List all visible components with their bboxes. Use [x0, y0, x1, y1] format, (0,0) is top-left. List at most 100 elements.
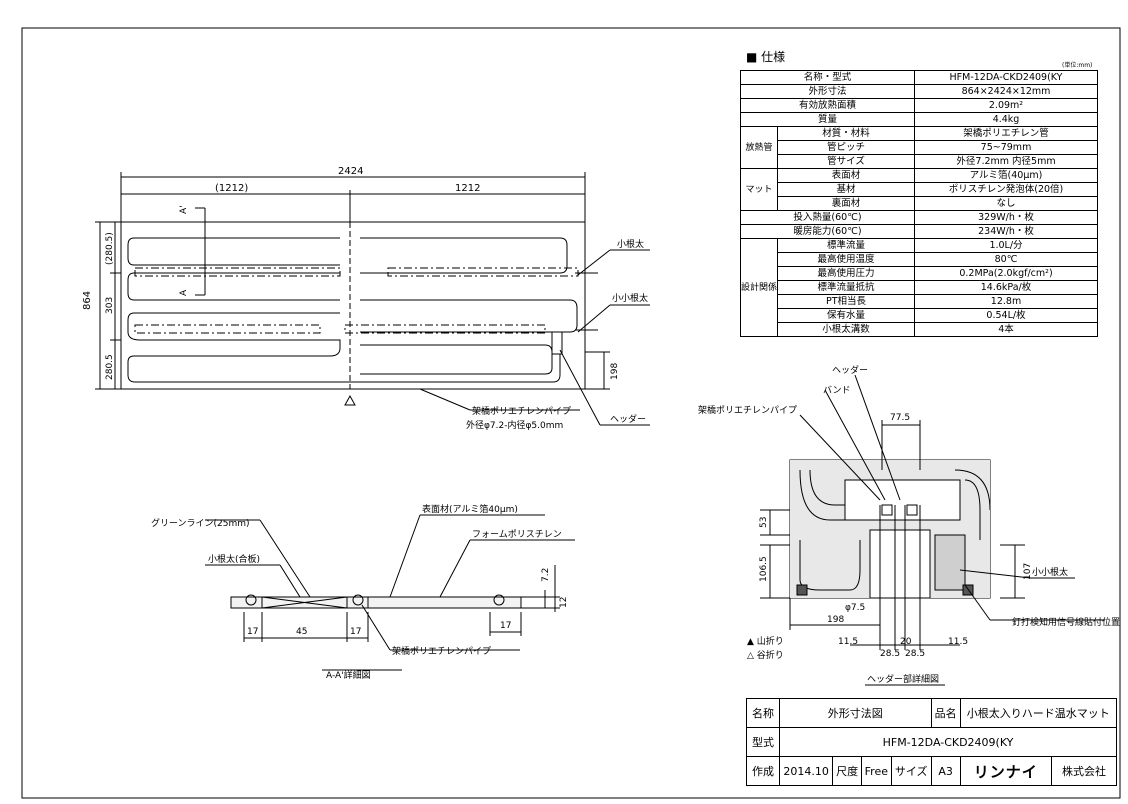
dim-45: 45 — [296, 627, 307, 637]
spec-row-value: 75~79mm — [914, 140, 1098, 155]
section-view — [205, 514, 575, 671]
dim-198: 198 — [827, 615, 844, 625]
dim-1065: 106.5 — [759, 556, 769, 582]
dim-height-total: 864 — [82, 291, 93, 310]
label-detail-kokonebuto: 小小根太 — [1032, 566, 1068, 578]
spec-row-label: 表面材 — [777, 168, 916, 183]
dim-775: 77.5 — [890, 413, 910, 423]
label-detail-pipe: 架橋ポリエチレンパイプ — [698, 404, 797, 416]
spec-row: 裏面材なし — [741, 196, 1098, 211]
spec-row-label: 暖房能力(60℃) — [739, 224, 916, 239]
spec-row-label: 基材 — [777, 182, 916, 197]
product-label: 品名 — [930, 698, 961, 728]
title-block: 名称 外形寸法図 品名 小根太入りハード温水マット 型式 HFM-12DA-CK… — [746, 698, 1118, 786]
dim-total-width: 2424 — [338, 166, 363, 177]
spec-row-label: 投入熱量(60℃) — [739, 210, 916, 225]
made-label: 作成 — [746, 756, 780, 786]
spec-row-value: 1.0L/分 — [914, 238, 1098, 253]
company-logo: リンナイ — [959, 756, 1053, 786]
spec-row: マット表面材アルミ箔(40μm) — [739, 168, 1098, 211]
dim-53: 53 — [759, 517, 769, 528]
spec-row-value: ポリスチレン発泡体(20倍) — [914, 182, 1098, 197]
model-value: HFM-12DA-CKD2409(KY — [779, 727, 1117, 757]
sheet-border — [21, 27, 1121, 799]
title-row-model: 型式 HFM-12DA-CKD2409(KY — [746, 727, 1117, 757]
spec-row-value: 2.09m² — [914, 98, 1098, 113]
spec-row-label: PT相当長 — [777, 294, 916, 309]
dim-pipe-diameter: 7.2 — [541, 568, 551, 582]
spec-row-value: 0.2MPa(2.0kgf/cm²) — [914, 266, 1098, 281]
spec-group-label: マット — [739, 168, 779, 211]
spec-row-label: 保有水量 — [777, 308, 916, 323]
label-foam: フォームポリスチレン — [472, 529, 562, 540]
spec-row-value: 864×2424×12mm — [914, 84, 1098, 99]
plan-view — [95, 172, 650, 426]
spec-row-value: なし — [914, 196, 1098, 211]
header-detail-labels: ヘッダー バンド 架橋ポリエチレンパイプ 77.5 53 106.5 107 小… — [698, 364, 1120, 685]
section-marker-a2: A' — [179, 205, 189, 214]
label-kokonebuto: 小小根太 — [612, 292, 648, 304]
spec-row-label: 最高使用温度 — [777, 252, 916, 267]
spec-row-value: 外径7.2mm 内径5mm — [914, 154, 1098, 169]
dim-17-middle: 17 — [350, 627, 361, 637]
spec-row-label: 標準流量抵抗 — [777, 280, 916, 295]
spec-row-value: 4.4kg — [914, 112, 1098, 127]
header-detail-caption: ヘッダー部詳細図 — [867, 673, 939, 685]
dim-left-half: (1212) — [215, 183, 248, 194]
name-value: 外形寸法図 — [779, 698, 932, 728]
spec-row: 基材ポリスチレン発泡体(20倍) — [741, 182, 1098, 197]
spec-row-value: アルミ箔(40μm) — [914, 168, 1098, 183]
spec-row-label: 質量 — [739, 112, 916, 127]
spec-row-label: 管ピッチ — [777, 140, 916, 155]
spec-group-label: 設計関係 — [739, 238, 779, 337]
dim-107: 107 — [1023, 563, 1033, 580]
spec-row-value: HFM-12DA-CKD2409(KY — [914, 70, 1098, 85]
spec-row-value: 234W/h・枚 — [914, 224, 1098, 239]
dim-285-right: 28.5 — [905, 649, 925, 659]
section-view-labels: グリーンライン(25mm) 表面材(アルミ箔40μm) フォームポリスチレン 小… — [151, 503, 569, 681]
model-label: 型式 — [746, 727, 780, 757]
dim-right-half: 1212 — [455, 183, 480, 194]
size-value: A3 — [930, 756, 961, 786]
label-band: バンド — [823, 385, 850, 396]
label-green-line: グリーンライン(25mm) — [151, 517, 250, 529]
spec-row: 放熱管材質・材料架橋ポリエチレン管 — [739, 126, 1098, 169]
spec-row-label: 名称・型式 — [739, 70, 916, 85]
product-value: 小根太入りハード温水マット — [959, 698, 1118, 728]
title-row-meta: 作成 2014.10 尺度 Free サイズ A3 リンナイ 株式会社 — [746, 756, 1117, 786]
label-pipe: 架橋ポリエチレンパイプ — [472, 405, 571, 417]
spec-row-label: 標準流量 — [777, 238, 916, 253]
dim-17-right: 17 — [500, 621, 511, 631]
spec-row-value: 0.54L/枚 — [914, 308, 1098, 323]
dim-header-offset: 198 — [610, 363, 620, 380]
spec-row: 管サイズ外径7.2mm 内径5mm — [741, 154, 1098, 169]
dim-height-top: (280.5) — [105, 232, 115, 265]
spec-row-value: 14.6kPa/枚 — [914, 280, 1098, 295]
section-caption: A-A'詳細図 — [326, 669, 371, 681]
dim-115-right: 11.5 — [948, 637, 968, 647]
label-detail-header: ヘッダー — [832, 364, 868, 376]
spec-row-label: 最高使用圧力 — [777, 266, 916, 281]
title-row-name: 名称 外形寸法図 品名 小根太入りハード温水マット — [746, 698, 1118, 728]
dim-20: 20 — [900, 637, 912, 647]
plan-view-labels: 2424 (1212) 1212 864 (280.5) 303 280.5 1… — [82, 166, 648, 431]
spec-row-label: 有効放熱面積 — [739, 98, 916, 113]
spec-row-value: 80℃ — [914, 252, 1098, 267]
dim-thickness: 12 — [559, 597, 569, 608]
label-konebuto: 小根太 — [617, 238, 644, 250]
spec-unit: (単位:mm) — [1062, 62, 1093, 69]
label-header: ヘッダー — [610, 413, 646, 425]
label-nail-detection: 釘打検知用信号線貼付位置 — [1012, 616, 1120, 628]
